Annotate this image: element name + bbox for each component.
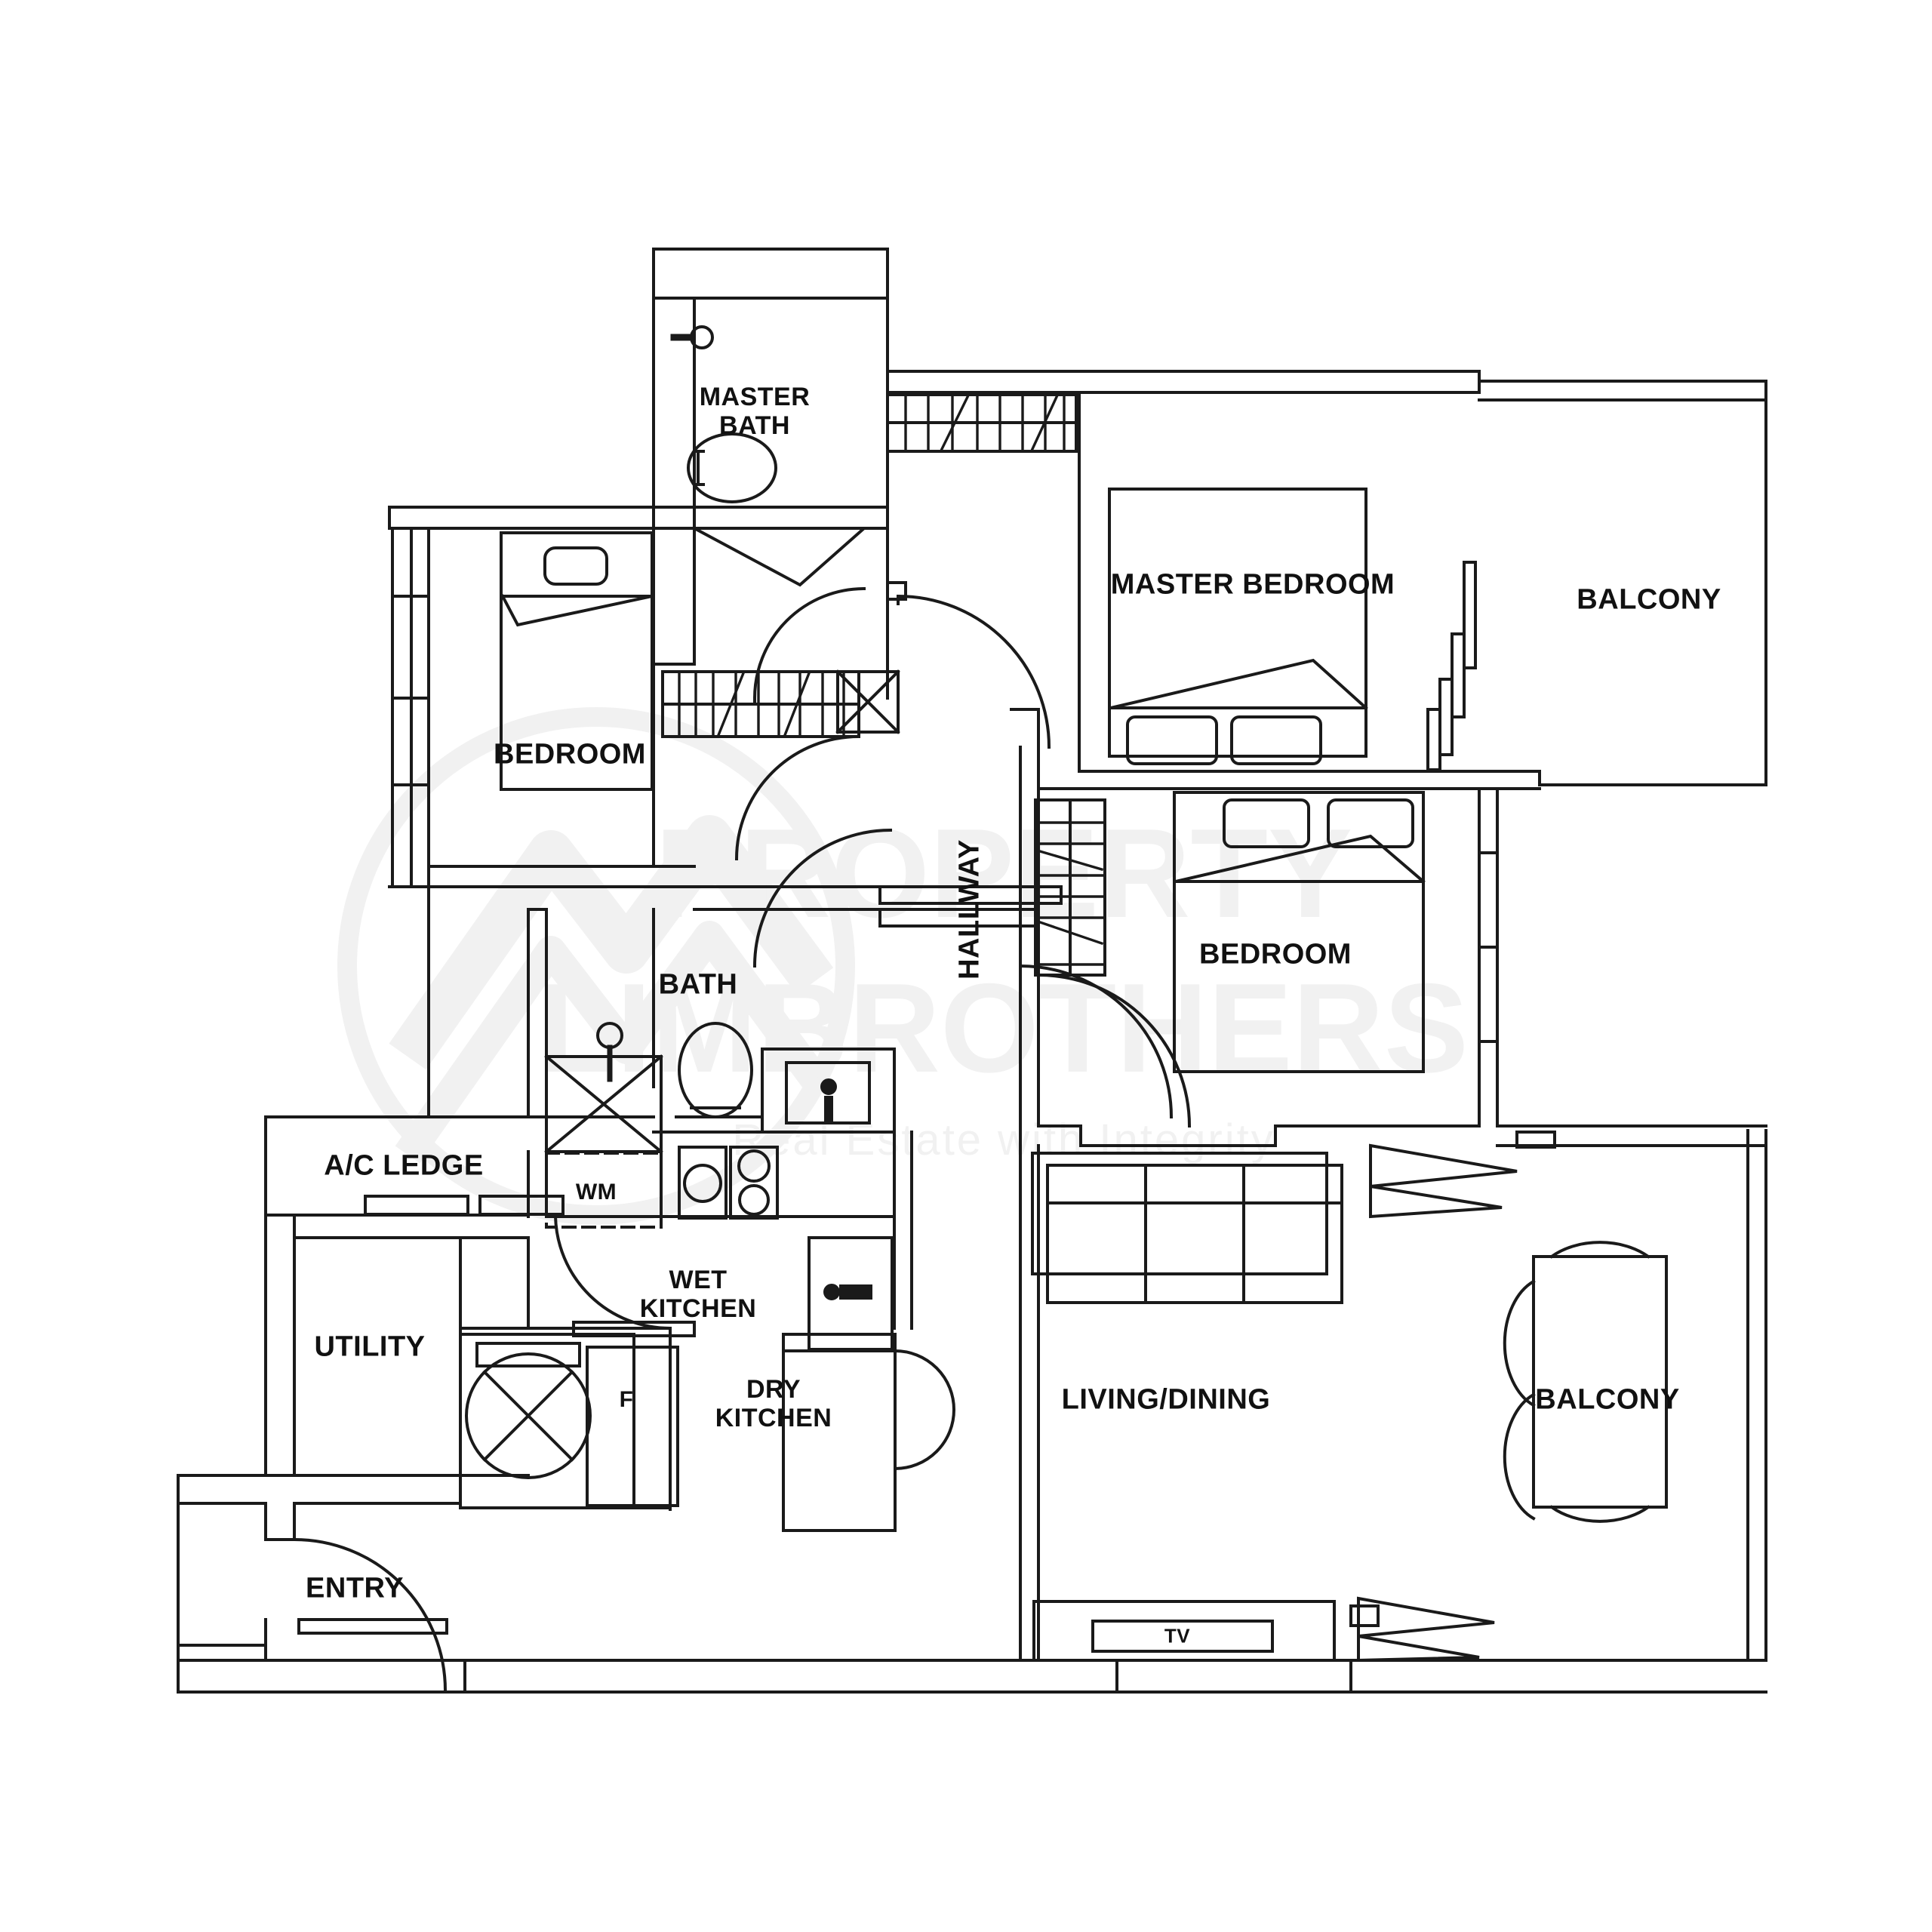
fridge-icon [586,1346,679,1507]
sofa-back [1031,1152,1328,1275]
bedroom1-bed-icon [500,531,654,791]
appliance-label-fridge: F [619,1387,634,1413]
room-label-bedroom-2: BEDROOM [1199,938,1352,971]
room-label-ac-ledge: A/C LEDGE [324,1149,484,1182]
master-bath-walls [652,248,1081,703]
dry-kitchen-drum-icon [465,1352,592,1479]
door-swing-bath [752,828,893,968]
washing-machine-icon [545,1152,663,1229]
wall-linework [177,248,1767,1694]
entry-door-swing [292,1537,448,1693]
watermark-line2: LIMBROTHERS [539,957,1469,1099]
dry-kitchen-walls [459,1321,955,1532]
dining-table-icon [1532,1255,1668,1509]
kitchen-hob-icon [729,1146,779,1220]
watermark-line1: PROPERTY [655,802,1352,944]
chair-top [1549,1241,1651,1259]
wet-kitchen-walls [527,1131,913,1351]
room-label-hallway: HALLWAY [953,839,986,980]
kitchen-sink-icon [678,1146,728,1220]
room-label-bedroom-1: BEDROOM [494,738,646,771]
television-icon [1091,1620,1274,1653]
upper-outer-walls [886,370,1767,786]
room-label-balcony-upper: BALCONY [1577,583,1721,616]
watermark-group: PROPERTY LIMBROTHERS Real Estate with In… [347,717,1469,1215]
living-dining-walls [177,1055,1767,1694]
bedroom1-walls [388,506,900,888]
room-label-bath: BATH [658,968,738,1001]
appliance-label-television: TV [1164,1624,1191,1647]
chair-bottom [1549,1505,1651,1523]
appliance-label-washing-machine: WM [575,1180,617,1205]
chair-left-2 [1503,1392,1536,1521]
room-label-living-dining: LIVING/DINING [1061,1383,1271,1416]
room-label-wet-kitchen: WET KITCHEN [639,1265,757,1323]
ac-ledge-walls [264,885,565,1217]
master-corridor [886,391,1081,453]
master-bath-vanity [694,527,869,587]
bedroom2-walls [1034,787,1499,1147]
room-label-entry: ENTRY [306,1572,404,1604]
room-label-balcony-lower: BALCONY [1535,1383,1680,1416]
chair-left-1 [1503,1279,1536,1407]
room-label-utility: UTILITY [314,1331,426,1363]
master-bed-icon [1108,488,1367,758]
master-bath-toilet-icon [687,432,777,503]
living-sofa-icon [1046,1164,1343,1304]
door-swing-master [896,594,1051,749]
room-label-master-bedroom: MASTER BEDROOM [1110,568,1395,601]
tv-console-icon [1032,1600,1336,1662]
bedroom2-bed-icon [1173,791,1425,1073]
room-label-dry-kitchen: DRY KITCHEN [715,1374,832,1432]
room-label-master-bath: MASTER BATH [699,382,811,440]
